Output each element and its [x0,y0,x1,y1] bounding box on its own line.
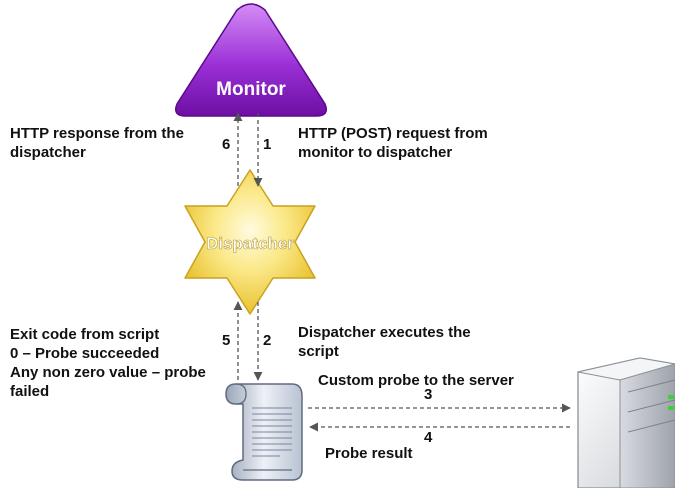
probe-result-annotation: Probe result [325,445,413,462]
step-4: 4 [424,429,433,446]
dispatcher-node: Dispatcher [184,169,316,315]
monitor-label: Monitor [216,79,286,100]
server-icon [577,357,675,488]
step-1: 1 [263,136,272,153]
step-6: 6 [222,136,231,153]
step-2: 2 [263,332,272,349]
dispatcher-executes-annotation: Dispatcher executes the script [298,324,471,360]
dispatcher-label: Dispatcher [206,234,294,253]
step-3: 3 [424,386,433,403]
exit-code-annotation: Exit code from script 0 – Probe succeede… [10,326,206,400]
custom-probe-annotation: Custom probe to the server [318,372,514,389]
script-scroll-icon [225,383,303,481]
http-request-annotation: HTTP (POST) request from monitor to disp… [298,125,488,161]
http-response-annotation: HTTP response from the dispatcher [10,125,184,161]
step-5: 5 [222,332,231,349]
monitor-node: Monitor [174,3,328,117]
